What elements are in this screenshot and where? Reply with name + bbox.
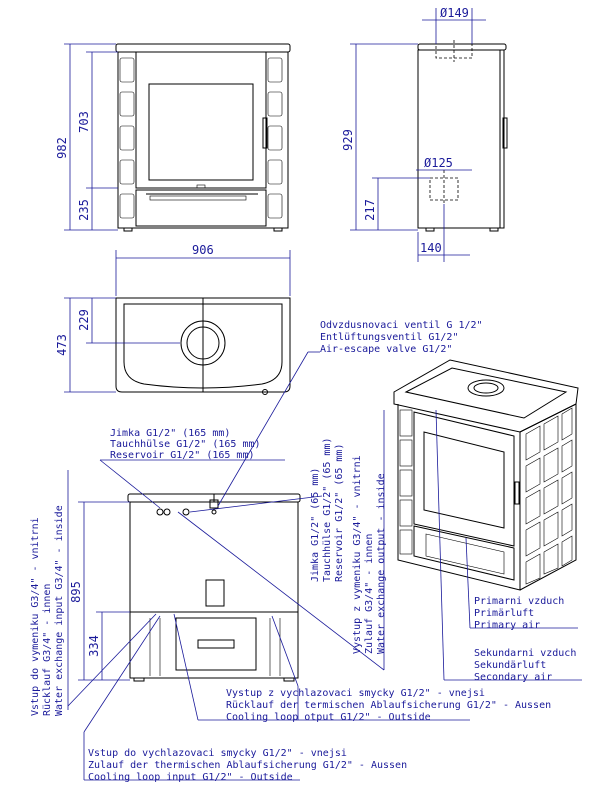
reservoir-top-line-3: Reservoir G1/2" (165 mm)	[110, 450, 255, 461]
dim-906: 906	[192, 243, 214, 257]
labels: Odvzdusnovaci ventil G 1/2" Entlüftungsv…	[30, 320, 576, 783]
cooling-output-line-2: Rücklauf der termischen Ablaufsicherung …	[226, 700, 551, 711]
water-input-line-1: Vstup do vymeniku G3/4" - vnitrni	[30, 517, 41, 716]
front-view	[115, 43, 291, 232]
dim-929: 929	[341, 129, 355, 151]
iso-view	[393, 359, 579, 591]
water-input-line-3: Water exchange input G3/4" - inside	[54, 505, 65, 716]
dim-235: 235	[77, 199, 91, 221]
dim-140: 140	[420, 241, 442, 255]
dim-125: Ø125	[424, 156, 453, 170]
rear-view: 895 334	[69, 493, 301, 682]
secondary-air-line-1: Sekundarni vzduch	[474, 648, 576, 659]
reservoir-vertical-line-1: Jimka G1/2" (65 mm)	[310, 468, 321, 582]
cooling-input-line-3: Cooling loop input G1/2" - Outside	[88, 772, 293, 783]
dim-982: 982	[55, 137, 69, 159]
reservoir-top-line-2: Tauchhülse G1/2" (165 mm)	[110, 439, 261, 450]
water-output-line-2: Zulauf G3/4" - innen	[364, 534, 375, 654]
cooling-output-line-1: Vystup z vychlazovaci smycky G1/2" - vne…	[226, 688, 485, 699]
air-escape-line-1: Odvzdusnovaci ventil G 1/2"	[320, 320, 483, 331]
side-dimensions: Ø149 929 217 Ø125 140	[341, 6, 486, 262]
reservoir-top-line-1: Jimka G1/2" (165 mm)	[110, 428, 230, 439]
dim-149: Ø149	[440, 6, 469, 20]
dim-473: 473	[55, 334, 69, 356]
side-view	[417, 40, 508, 232]
top-view: 906 473 229	[55, 243, 291, 395]
air-escape-line-2: Entlüftungsventil G1/2"	[320, 332, 458, 343]
cooling-output-line-3: Cooling loop otput G1/2" - Outside	[226, 712, 431, 723]
reservoir-vertical-line-2: Tauchhülse G1/2" (65 mm)	[322, 438, 333, 583]
leader-lines	[67, 351, 582, 781]
primary-air-line-1: Primarni vzduch	[474, 596, 564, 607]
cooling-input-line-1: Vstup do vychlazovaci smycky G1/2" - vne…	[88, 748, 347, 759]
primary-air-line-2: Primärluft	[474, 608, 534, 619]
primary-air-line-3: Primary air	[474, 620, 540, 631]
dim-217: 217	[363, 199, 377, 221]
water-output-line-3: Water exchange output - inside	[376, 473, 387, 654]
secondary-air-line-2: Sekundärluft	[474, 660, 546, 671]
water-output-line-1: Vystup z vymeniku G3/4" - vnitrni	[352, 455, 363, 654]
water-input-line-2: Rücklauf G3/4" - innen	[42, 584, 53, 716]
secondary-air-line-3: Secondary air	[474, 672, 552, 683]
front-dimensions: 982 703 235	[55, 43, 118, 231]
dim-703: 703	[77, 111, 91, 133]
air-escape-line-3: Air-escape valve G1/2"	[320, 344, 452, 355]
dim-895: 895	[69, 581, 83, 603]
dim-334: 334	[87, 635, 101, 657]
dim-229: 229	[77, 309, 91, 331]
cooling-input-line-2: Zulauf der thermischen Ablaufsicherung G…	[88, 760, 407, 771]
reservoir-vertical-line-3: Reservoir G1/2" (65 mm)	[334, 444, 345, 582]
